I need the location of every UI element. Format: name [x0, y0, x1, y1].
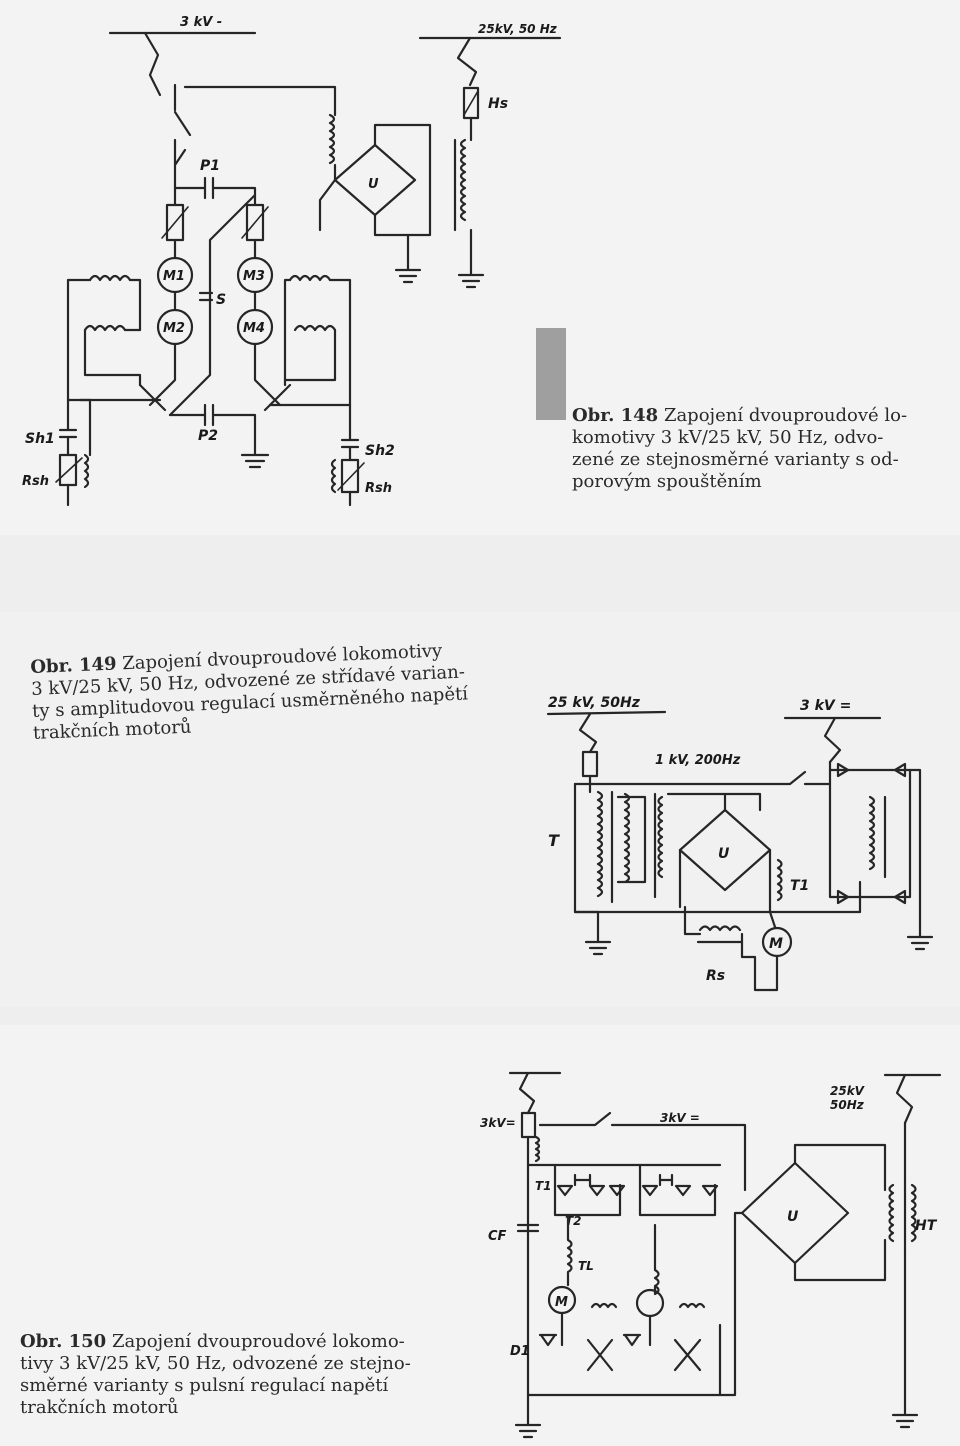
resistor-rs: [698, 927, 742, 943]
field-winding-right-upper: [290, 276, 330, 280]
figure-number: Obr. 150: [20, 1331, 107, 1352]
transformer-primary: [461, 140, 465, 220]
dc-supply-label: 3 kV -: [180, 15, 222, 30]
dc-pantograph: [520, 1073, 534, 1113]
ac-label: 25kV: [830, 1084, 866, 1098]
motor-m3-label: M3: [243, 269, 265, 284]
figure-150-caption: Obr. 150 Zapojení dvouproudové lokomo- t…: [20, 1331, 411, 1418]
motor-label: M: [555, 1295, 568, 1310]
rsh-right-label: Rsh: [365, 481, 392, 496]
crossover-wire: [170, 195, 255, 415]
dc-pantograph: [825, 718, 840, 762]
ground-symbol: [242, 445, 268, 467]
ht-label: HT: [915, 1218, 938, 1234]
ac-pantograph: [580, 714, 596, 752]
tl-label: TL: [578, 1259, 594, 1273]
rectifier-label: U: [368, 177, 379, 192]
intermediate-transformer: [655, 794, 662, 897]
dc-mid-label: 3kV =: [660, 1111, 700, 1125]
contactor-p1: [175, 178, 255, 205]
sh2-label: Sh2: [365, 443, 395, 459]
wire-to-transformer: [185, 87, 335, 115]
thyristor-symbols: [838, 764, 905, 903]
t2-label: T2: [565, 1214, 582, 1228]
ground-symbol: [396, 235, 420, 282]
t1-label: T1: [535, 1179, 552, 1193]
ac-supply-label: 25 kV, 50Hz: [548, 695, 641, 711]
dc-supply-label: 3 kV =: [800, 698, 851, 714]
figure-149: Obr. 149 Zapojení dvouproudové lokomotiv…: [0, 612, 960, 1007]
dc-main-switch: [175, 85, 190, 188]
figure-number: Obr. 148: [572, 405, 659, 426]
bottom-bus: [575, 882, 860, 912]
rectifier-bridge: [680, 810, 770, 890]
top-bus: [540, 1113, 745, 1190]
p1-label: P1: [200, 158, 220, 174]
reverser-right: [675, 1304, 704, 1370]
field-winding-left-upper: [90, 276, 130, 280]
capacitor-s-label: S: [216, 292, 226, 308]
figure-148: 3 kV - 25kV, 50 Hz Hs U: [0, 0, 960, 535]
field-winding-left-lower: [85, 326, 125, 330]
reverser-right: [255, 344, 290, 410]
fuse: [583, 752, 597, 776]
dc-pantograph: [145, 33, 160, 95]
figure-149-schematic: 25 kV, 50Hz 3 kV = 1 kV, 200Hz T U: [0, 695, 960, 1007]
transformer-t-label: T: [548, 831, 560, 850]
scan-smudge: [536, 328, 566, 420]
rsh-left-label: Rsh: [22, 474, 49, 489]
ac-catenary-line: [548, 712, 665, 714]
sh1-label: Sh1: [25, 431, 55, 447]
ground-symbol: [893, 1123, 917, 1427]
choke-t1-label: T1: [790, 878, 809, 894]
motor-m2-label: M2: [163, 321, 185, 336]
contactor-p2: [170, 405, 255, 445]
rs-label: Rs: [706, 968, 725, 984]
intermediate-label: 1 kV, 200Hz: [655, 753, 741, 768]
dc-branch: [830, 770, 910, 897]
cf-label: CF: [488, 1229, 507, 1244]
motor-m4-label: M4: [243, 321, 265, 336]
capacitor-s: [200, 293, 212, 300]
ground-symbol: [586, 912, 610, 954]
choke-t1: [778, 860, 782, 900]
shunt-sh1: [60, 400, 76, 455]
ac-supply-label: 25kV, 50 Hz: [478, 22, 558, 36]
ac-freq-label: 50Hz: [830, 1098, 865, 1112]
dc-transformer: [870, 797, 885, 877]
motor-label: M: [769, 936, 783, 952]
choke-tl: [568, 1215, 572, 1285]
dc-left-label: 3kV=: [480, 1116, 516, 1130]
fuse: [522, 1113, 535, 1137]
figure-150: 3kV= 3kV = 25kV 50Hz CF T1 T2 TL M: [0, 1025, 960, 1446]
figure-148-caption: Obr. 148 Zapojení dvouproudové lo- komot…: [572, 405, 908, 492]
capacitor-cf: [518, 1225, 538, 1231]
transformer-secondary: [330, 115, 334, 163]
transformer-t-primary: [575, 784, 602, 912]
fuse-hs-label: Hs: [488, 96, 508, 112]
d1-label: D1: [510, 1344, 530, 1359]
reverser-left: [140, 344, 175, 410]
figure-148-schematic: 3 kV - 25kV, 50 Hz Hs U: [22, 15, 566, 535]
ac-pantograph: [458, 38, 476, 85]
transformer-t-secondary: [618, 794, 645, 882]
figure-150-schematic: 3kV= 3kV = 25kV 50Hz CF T1 T2 TL M: [480, 1025, 960, 1446]
resistor-rsh-right: [342, 460, 358, 492]
diode-thyristor-row: [558, 1186, 717, 1195]
ground-symbol: [516, 1420, 540, 1437]
reverser-left: [588, 1304, 616, 1370]
ground-symbol: [908, 770, 932, 949]
p2-label: P2: [198, 428, 218, 444]
rectifier-label: U: [718, 846, 730, 862]
transformer-ht: [890, 1185, 916, 1255]
motor-m1-label: M1: [163, 269, 185, 284]
ac-pantograph: [897, 1075, 912, 1123]
shunt-sh2: [342, 405, 358, 460]
motor-m-second: [637, 1290, 663, 1316]
rectifier-label: U: [787, 1209, 799, 1225]
ground-symbol: [459, 235, 483, 287]
freewheel-diodes: [540, 1335, 640, 1345]
field-winding-right-lower: [295, 326, 335, 330]
